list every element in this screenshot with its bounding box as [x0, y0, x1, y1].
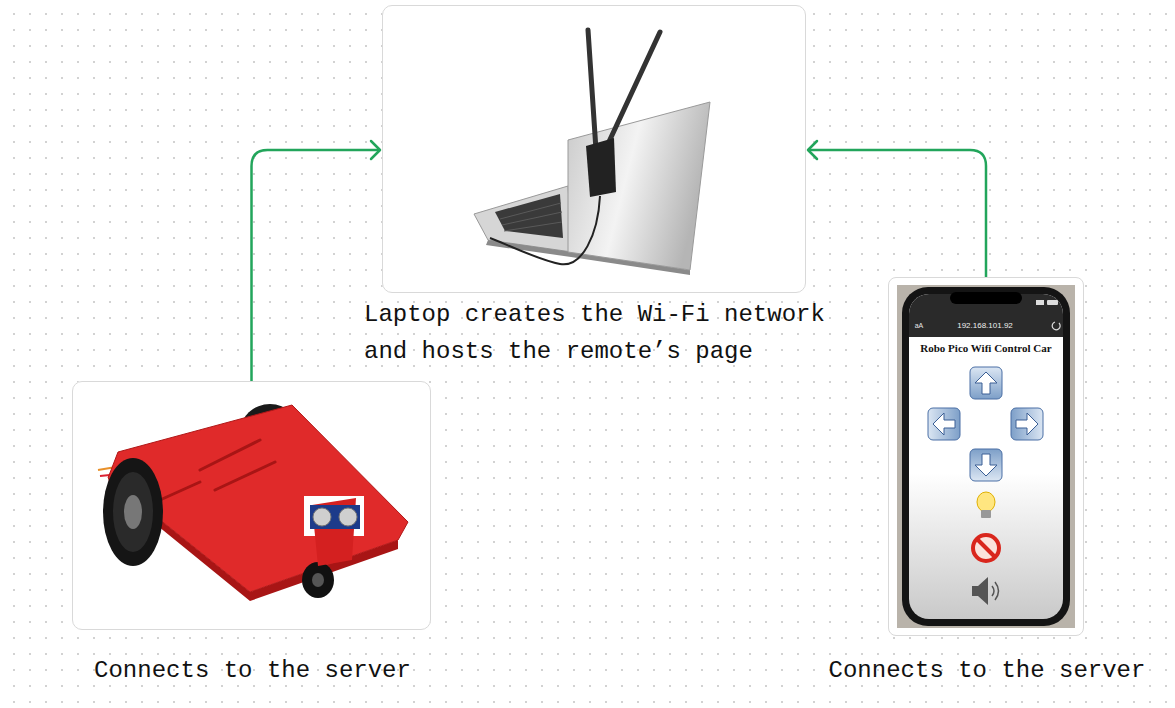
- car-card-ground: [72, 381, 431, 630]
- card-caption: Laptop creates the Wi-Fi network and hos…: [364, 296, 839, 370]
- browser-text-size-button: aA: [915, 322, 924, 330]
- url-bar-address: 192.168.101.92: [957, 321, 1013, 331]
- laptop-card-ground: [382, 5, 806, 293]
- phone-card-ground: [888, 277, 1084, 636]
- phone-illustration: [897, 285, 1075, 628]
- connector-arrow: [808, 141, 986, 277]
- laptop-card: Laptop creates the Wi-Fi network and hos…: [382, 5, 806, 293]
- connector-arrow: [252, 141, 381, 381]
- robot-car-illustration: [98, 404, 408, 601]
- robot-car-card: Connects to the server: [72, 381, 431, 630]
- card-caption: Connects to the server: [65, 652, 440, 689]
- phone-card: Connects to the server: [888, 277, 1084, 636]
- web-page-title: Robo Pico Wifi Control Car: [920, 342, 1051, 355]
- laptop-illustration: [474, 30, 710, 275]
- card-caption: Connects to the server: [817, 652, 1157, 689]
